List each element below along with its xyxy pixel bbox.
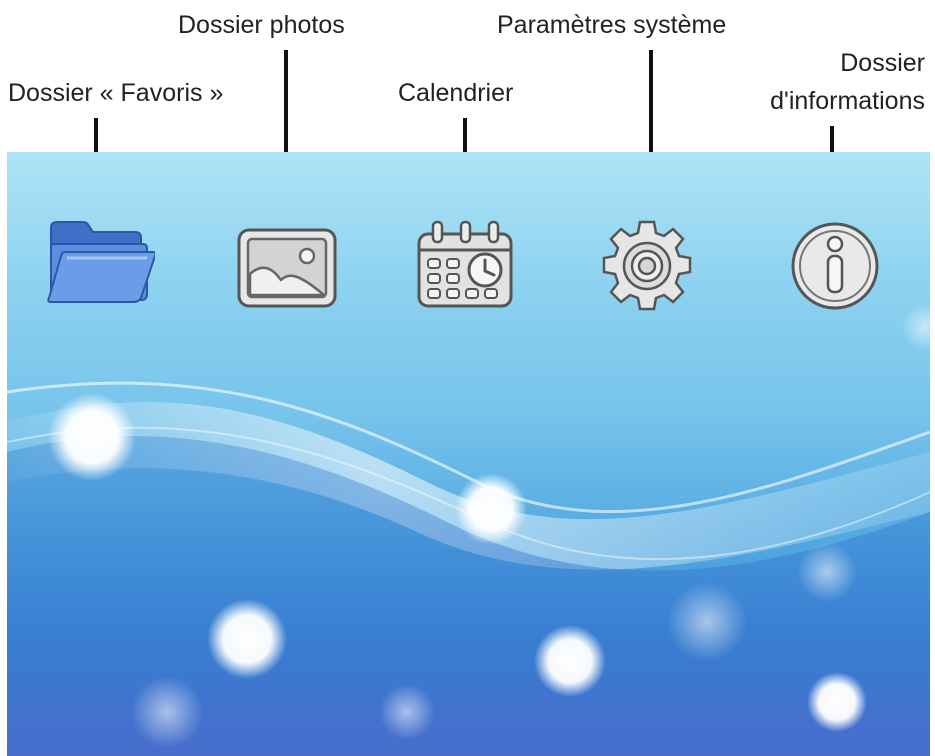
label-favorites-folder: Dossier « Favoris » [8, 79, 224, 107]
gear-icon[interactable] [591, 214, 703, 318]
image-icon[interactable] [231, 214, 343, 318]
label-photos-folder: Dossier photos [178, 11, 345, 39]
calendar-icon[interactable] [409, 214, 521, 318]
label-info-folder-line1: Dossier [840, 49, 925, 77]
folder-icon[interactable] [43, 214, 155, 318]
info-icon[interactable] [779, 214, 891, 318]
wallpaper [7, 303, 930, 756]
label-info-folder-line2: d'informations [770, 87, 925, 115]
label-calendar: Calendrier [398, 79, 514, 107]
label-system-settings: Paramètres système [497, 11, 727, 39]
device-home-screen [7, 152, 930, 756]
